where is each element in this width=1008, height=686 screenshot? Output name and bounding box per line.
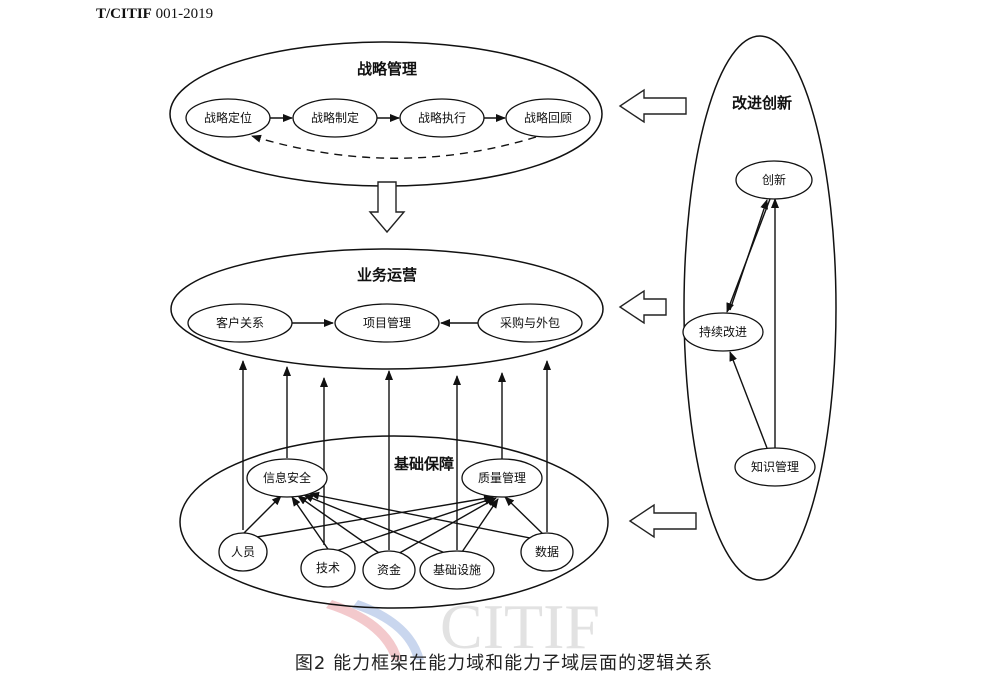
edge-technology-to-info-security [291,496,331,553]
edge-innovation-to-improvement [726,198,771,313]
figure-caption: 图2 能力框架在能力域和能力子域层面的逻辑关系 [294,653,714,674]
node-quality-management [461,458,543,498]
node-technology [300,548,356,588]
node-project-management [334,303,440,343]
node-strategy-formulation-label: 战略制定 [311,110,359,125]
node-info-security [246,458,328,498]
node-procurement-outsourcing-label: 采购与外包 [500,315,560,330]
edge-funds-to-info-security [297,495,383,556]
business-domain-title: 业务运营 [357,266,417,284]
edge-review-to-positioning-feedback [251,134,537,159]
node-funds-label: 资金 [377,562,401,577]
edge-personnel-to-info-security [242,495,282,535]
node-continuous-improvement [682,312,764,352]
hollow-arrow-to-strategy [618,88,687,124]
edge-data-to-info-security [309,491,541,541]
node-facilities [419,550,495,590]
node-data [520,532,574,572]
node-strategy-execution-label: 战略执行 [418,110,466,125]
hollow-arrow-to-infrastructure [628,503,697,539]
node-knowledge-management [734,447,816,487]
node-funds [362,550,416,590]
node-continuous-improvement-label: 持续改进 [699,324,747,339]
edge-personnel-to-quality [250,494,494,539]
node-strategy-positioning-label: 战略定位 [204,110,252,125]
business-domain: 业务运营 客户关系 项目管理 采购与外包 [170,248,604,370]
node-data-label: 数据 [535,544,559,559]
infrastructure-domain: 基础保障 信息安全 质量管理 人员 技术 资金 基础设施 数据 [179,435,609,609]
edge-knowledge-to-improvement [729,351,768,449]
edge-funds-to-quality [395,497,497,556]
node-personnel-label: 人员 [231,545,255,559]
document-header: T/CITIF 001-2019 [96,6,213,23]
node-strategy-review-label: 战略回顾 [524,110,572,125]
infrastructure-domain-ellipse [179,435,609,609]
edge-technology-to-quality [335,497,495,552]
node-technology-label: 技术 [316,561,340,575]
node-info-security-label: 信息安全 [263,470,311,485]
node-innovation [735,160,813,200]
innovation-domain-ellipse [683,35,837,581]
infrastructure-domain-title: 基础保障 [393,455,454,473]
node-quality-management-label: 质量管理 [478,470,526,485]
edge-facilities-to-quality [461,498,499,553]
node-project-management-label: 项目管理 [363,315,411,330]
hollow-arrow-down [368,181,406,234]
document-code-number: 001-2019 [151,6,214,22]
node-facilities-label: 基础设施 [433,563,481,577]
node-strategy-review [505,98,591,138]
node-knowledge-management-label: 知识管理 [751,459,799,474]
strategy-domain: 战略管理 战略定位 战略制定 战略执行 战略回顾 [169,41,603,187]
edge-data-to-quality [504,496,546,537]
node-innovation-label: 创新 [762,172,786,187]
node-customer-relations-label: 客户关系 [216,315,264,330]
edge-facilities-to-info-security [303,494,451,556]
node-personnel [218,532,268,572]
document-code-bold: T/CITIF [96,6,152,22]
innovation-domain-title: 改进创新 [732,94,792,112]
strategy-domain-title: 战略管理 [357,60,417,78]
business-domain-ellipse [170,248,604,370]
innovation-domain: 改进创新 创新 持续改进 知识管理 [682,35,837,581]
hollow-arrow-to-business [618,289,667,325]
